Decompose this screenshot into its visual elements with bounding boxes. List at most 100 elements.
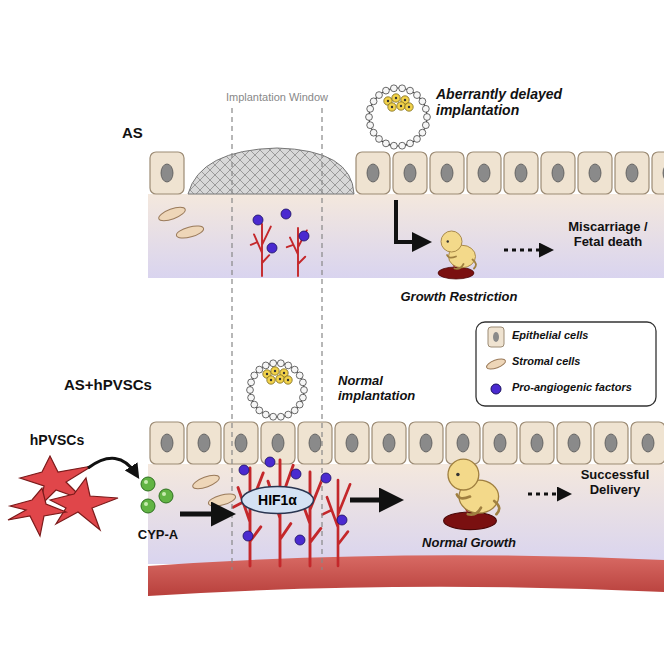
trophoblast-cell (422, 105, 429, 112)
inner-cell-nucleus (404, 99, 406, 101)
blood-vessels (233, 224, 350, 566)
fetus-eye (456, 473, 460, 477)
epithelial-cell (150, 152, 184, 194)
text-label: Normal Growth (404, 536, 534, 551)
angiogenic-factor (239, 465, 249, 475)
text-label: Growth Restriction (384, 290, 534, 305)
inner-cell-nucleus (387, 100, 389, 102)
trophoblast-cell (414, 92, 421, 99)
angiogenic-factor (267, 243, 277, 253)
trophoblast-cell (366, 114, 373, 121)
trophoblast-cell (407, 87, 414, 94)
epithelial-cell (372, 422, 406, 464)
legend-text: Stromal cells (512, 355, 654, 368)
trophoblast-cell (390, 142, 397, 149)
bent-arrow (396, 200, 424, 242)
trophoblast-cell (419, 98, 426, 105)
epithelial-cell (652, 152, 664, 194)
node-text: HIF1α (240, 492, 315, 508)
trophoblast-cell (251, 401, 258, 408)
fetus-eye (447, 240, 449, 242)
stroma-layer (148, 464, 664, 564)
text-label: Miscarriage / Fetal death (556, 220, 660, 250)
trophoblast-cell (251, 372, 258, 379)
effect-arrow (350, 498, 394, 503)
cell-nucleus (383, 434, 395, 452)
fetus-limbs (457, 494, 499, 514)
inner-cell (392, 94, 400, 102)
text-label: AS (122, 124, 162, 141)
cell-nucleus (589, 164, 601, 182)
trophoblast-cell (424, 114, 431, 121)
epithelial-cell (393, 152, 427, 194)
text-label: hPVSCs (12, 432, 102, 448)
trophoblast-cell (383, 140, 390, 147)
text-label: Successful Delivery (570, 468, 660, 498)
trophoblast-cell (383, 87, 390, 94)
scar-mesh (188, 148, 354, 194)
cell-nucleus (568, 434, 580, 452)
trophoblast-cell (300, 394, 307, 401)
cell-nucleus (441, 164, 453, 182)
cell-nucleus (494, 434, 506, 452)
cell-nucleus (531, 434, 543, 452)
inner-cell-nucleus (400, 105, 402, 107)
text-label: Aberrantly delayed implantation (436, 86, 576, 118)
trophoblast-cell (367, 122, 374, 129)
cell-nucleus (404, 164, 416, 182)
trophoblast-cell (277, 360, 284, 367)
cell-nucleus (420, 434, 432, 452)
cell-nucleus (161, 164, 173, 182)
cyp-a-particles (141, 477, 173, 513)
inner-cell-nucleus (270, 379, 272, 381)
trophoblast-cell (262, 362, 269, 369)
trophoblast-cell (262, 411, 269, 418)
inner-cell-nucleus (391, 106, 393, 108)
legend-sample (493, 332, 499, 342)
trophoblast-cell (248, 379, 255, 386)
cell-nucleus (235, 434, 247, 452)
angiogenic-factor (281, 209, 291, 219)
inner-cell-nucleus (266, 373, 268, 375)
stromal-cells (157, 205, 237, 509)
inner-cell (388, 103, 396, 111)
legend-frame (476, 322, 656, 406)
trophoblast-cell (390, 85, 397, 92)
inner-cell (271, 367, 279, 375)
epithelial-cell (430, 152, 464, 194)
trophoblast-cell (399, 85, 406, 92)
trophoblast-cell (296, 401, 303, 408)
cell-nucleus (161, 434, 173, 452)
epithelial-cell (298, 422, 332, 464)
cell-nucleus (309, 434, 321, 452)
text-label: Normal implantation (338, 374, 438, 404)
text-label: AS+hPVSCs (64, 376, 164, 393)
epithelial-cell (467, 152, 501, 194)
cell-nucleus (605, 434, 617, 452)
trophoblast-cell (300, 379, 307, 386)
text-label: Implantation Window (212, 91, 342, 104)
window-line (321, 108, 322, 570)
effect-arrow (180, 512, 226, 517)
inner-cell (397, 102, 405, 110)
fetus-head (441, 231, 462, 252)
blood-vessel (293, 472, 323, 566)
epithelial-cell (261, 422, 295, 464)
blood-vessel (323, 480, 351, 566)
legend-text: Epithelial cells (512, 329, 654, 342)
epithelial-cell (631, 422, 664, 464)
epithelial-cell (594, 422, 628, 464)
trophoblast-cell (367, 105, 374, 112)
cell-nucleus (515, 164, 527, 182)
epithelial-cell (150, 422, 184, 464)
epithelial-cell (504, 152, 538, 194)
fetus (444, 459, 500, 529)
blastocysts (247, 85, 431, 420)
angiogenic-factor (299, 231, 309, 241)
epithelial-cell (615, 152, 649, 194)
trophoblast-cell (419, 129, 426, 136)
angiogenic-factor (253, 215, 263, 225)
blastocyst (369, 88, 427, 146)
hpvsc-cells (8, 456, 118, 536)
cell-nucleus (552, 164, 564, 182)
